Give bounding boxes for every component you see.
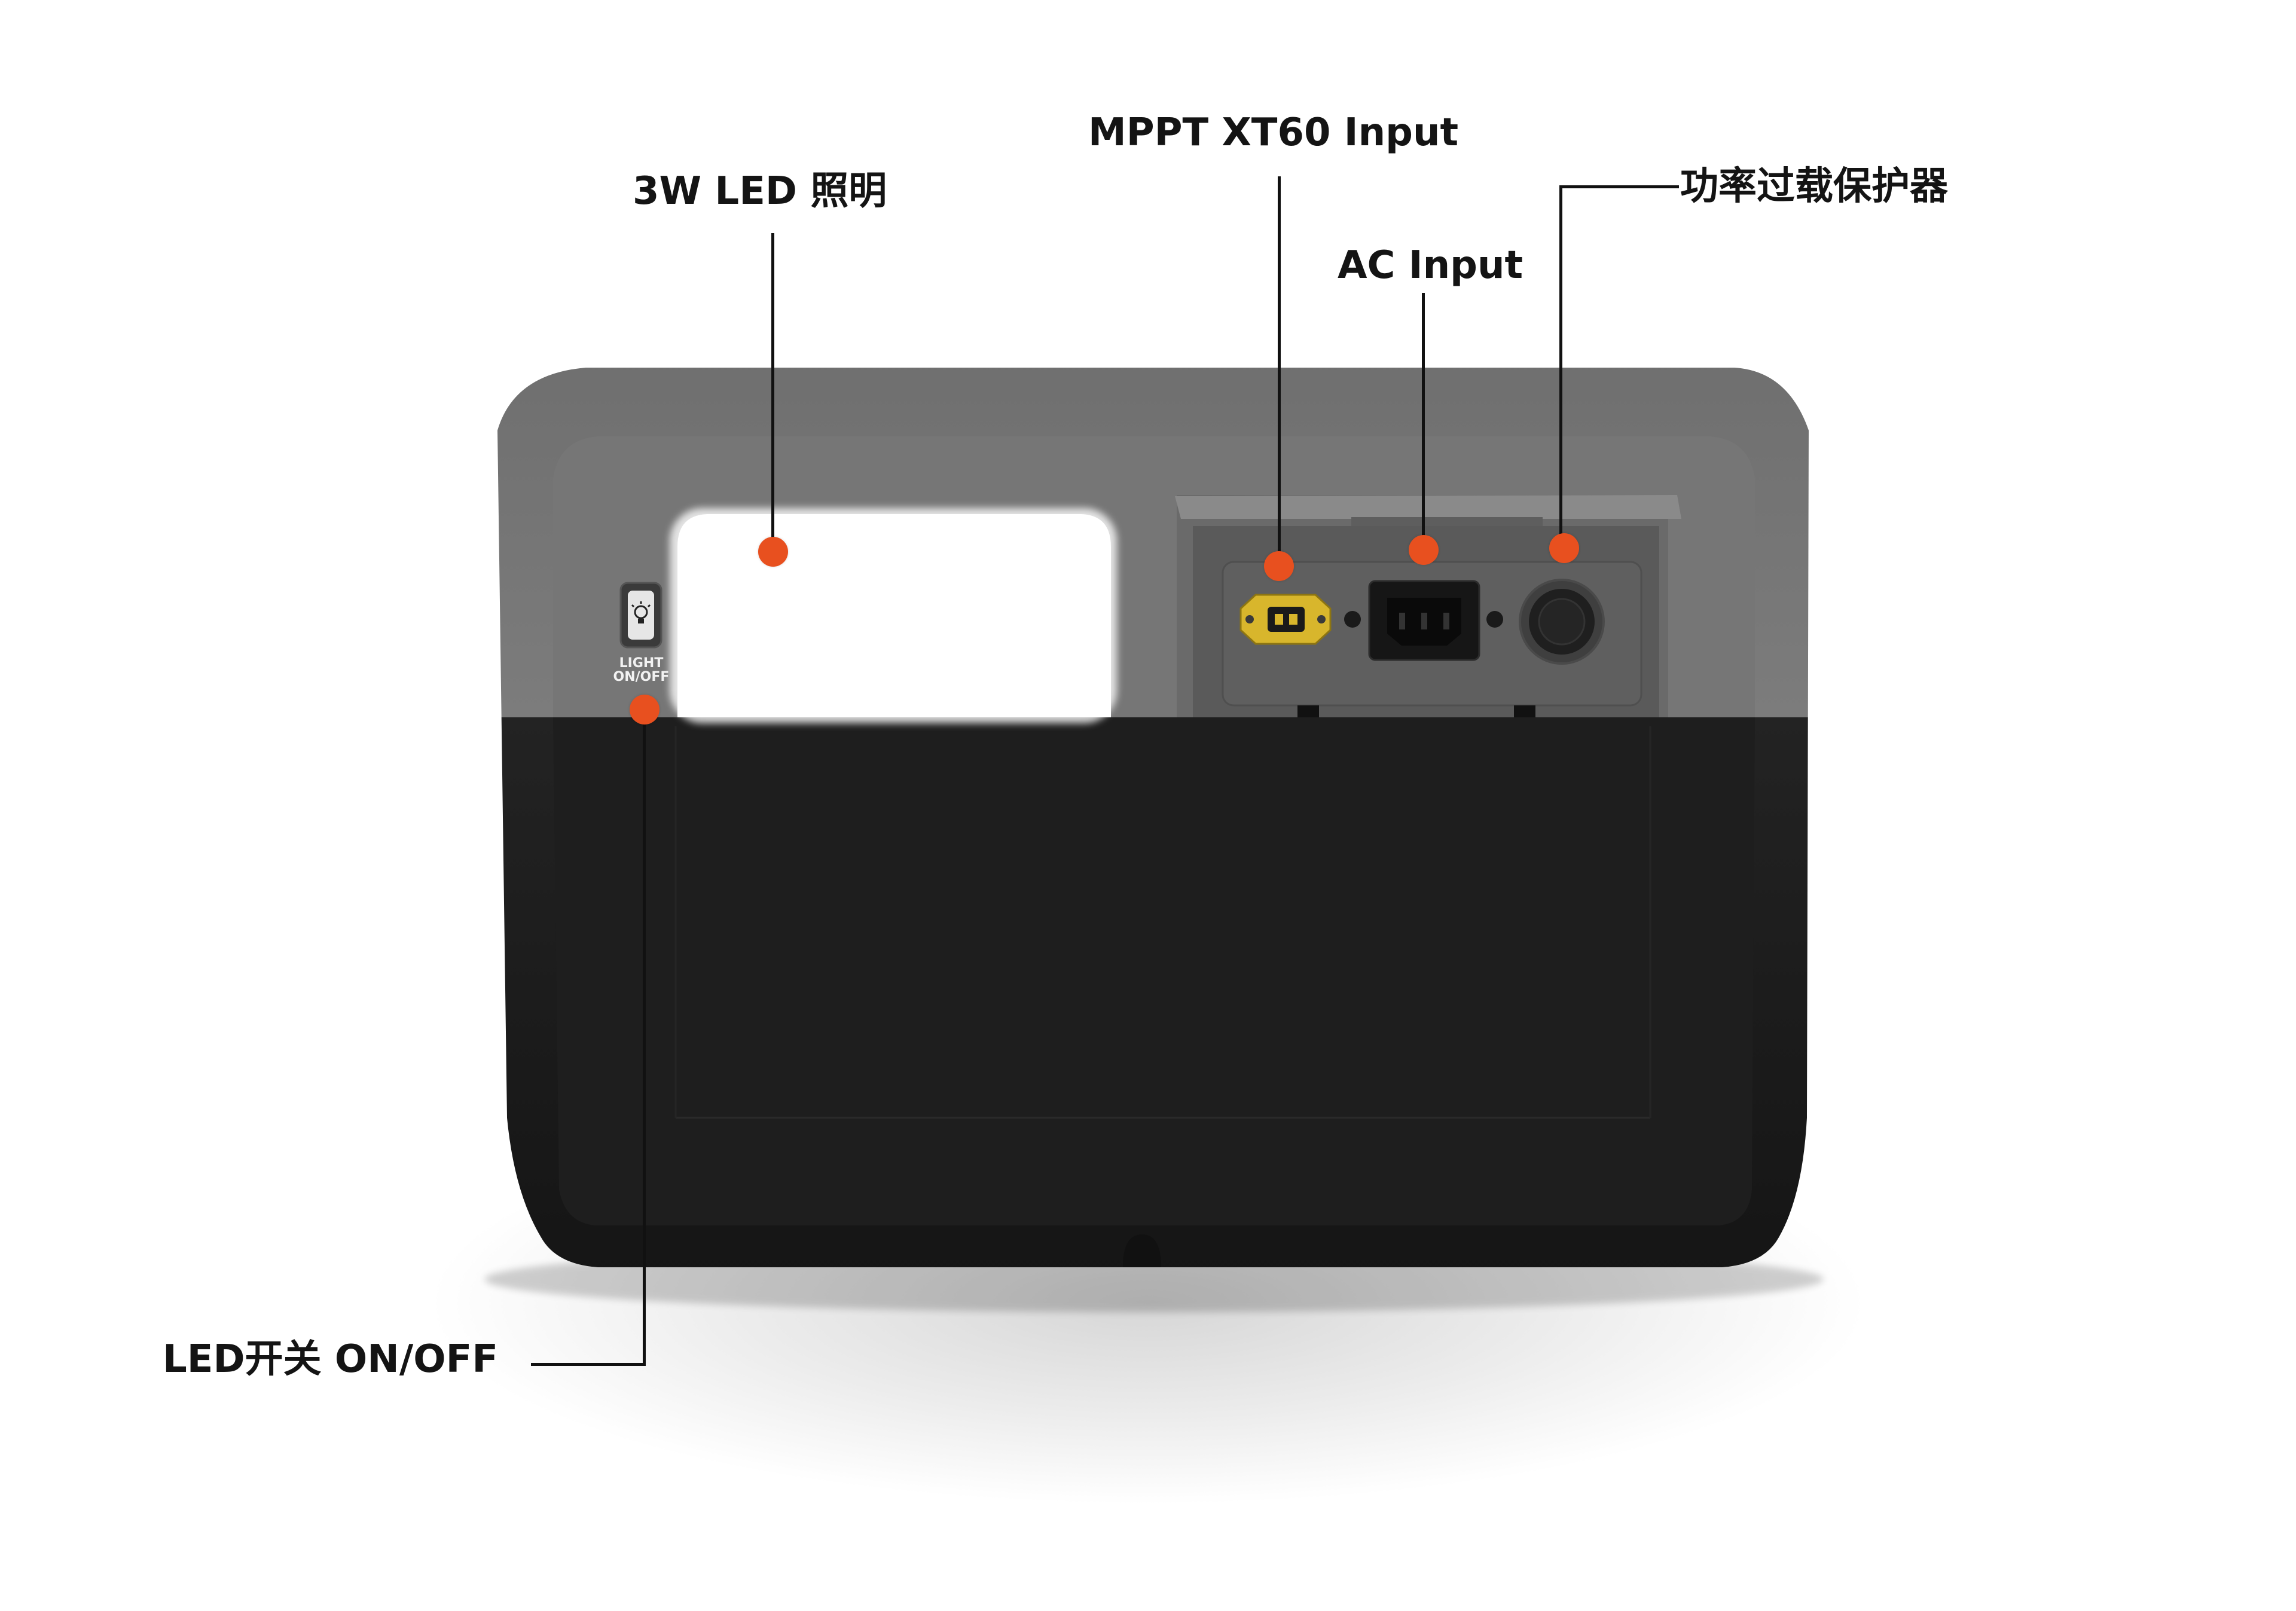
led-lamp-panel	[677, 514, 1111, 717]
bulb-icon	[631, 601, 651, 623]
leader-mppt	[1278, 176, 1281, 565]
lower-inner-face	[553, 717, 1755, 1225]
leader-ac	[1422, 293, 1425, 547]
label-overload-protector: 功率过载保护器	[1680, 164, 1948, 209]
dot-switch	[630, 695, 660, 725]
switch-caption-line1: LIGHT	[619, 656, 664, 671]
switch-caption-line2: ON/OFF	[613, 670, 670, 685]
leader-switch-horizontal	[531, 1363, 646, 1366]
leader-breaker-horizontal	[1559, 185, 1679, 188]
dot-ac	[1409, 535, 1439, 565]
dot-breaker	[1549, 533, 1579, 563]
light-switch-button[interactable]	[628, 591, 654, 640]
switch-caption: LIGHT ON/OFF	[604, 656, 679, 684]
leader-led-light	[771, 233, 774, 556]
leader-breaker-vertical	[1559, 185, 1562, 547]
ac-socket-icon[interactable]	[1368, 580, 1480, 661]
dot-led-light	[758, 537, 788, 567]
label-mppt-input: MPPT XT60 Input	[1088, 111, 1459, 155]
breaker-icon[interactable]	[1519, 579, 1605, 665]
xt60-port-icon[interactable]	[1239, 594, 1332, 645]
leader-switch-vertical	[643, 708, 646, 1366]
dot-mppt	[1264, 551, 1294, 581]
label-ac-input: AC Input	[1338, 243, 1523, 288]
label-led-switch: LED开关 ON/OFF	[163, 1337, 499, 1381]
port-cover-lid	[1175, 495, 1681, 519]
label-led-light: 3W LED 照明	[633, 169, 887, 213]
